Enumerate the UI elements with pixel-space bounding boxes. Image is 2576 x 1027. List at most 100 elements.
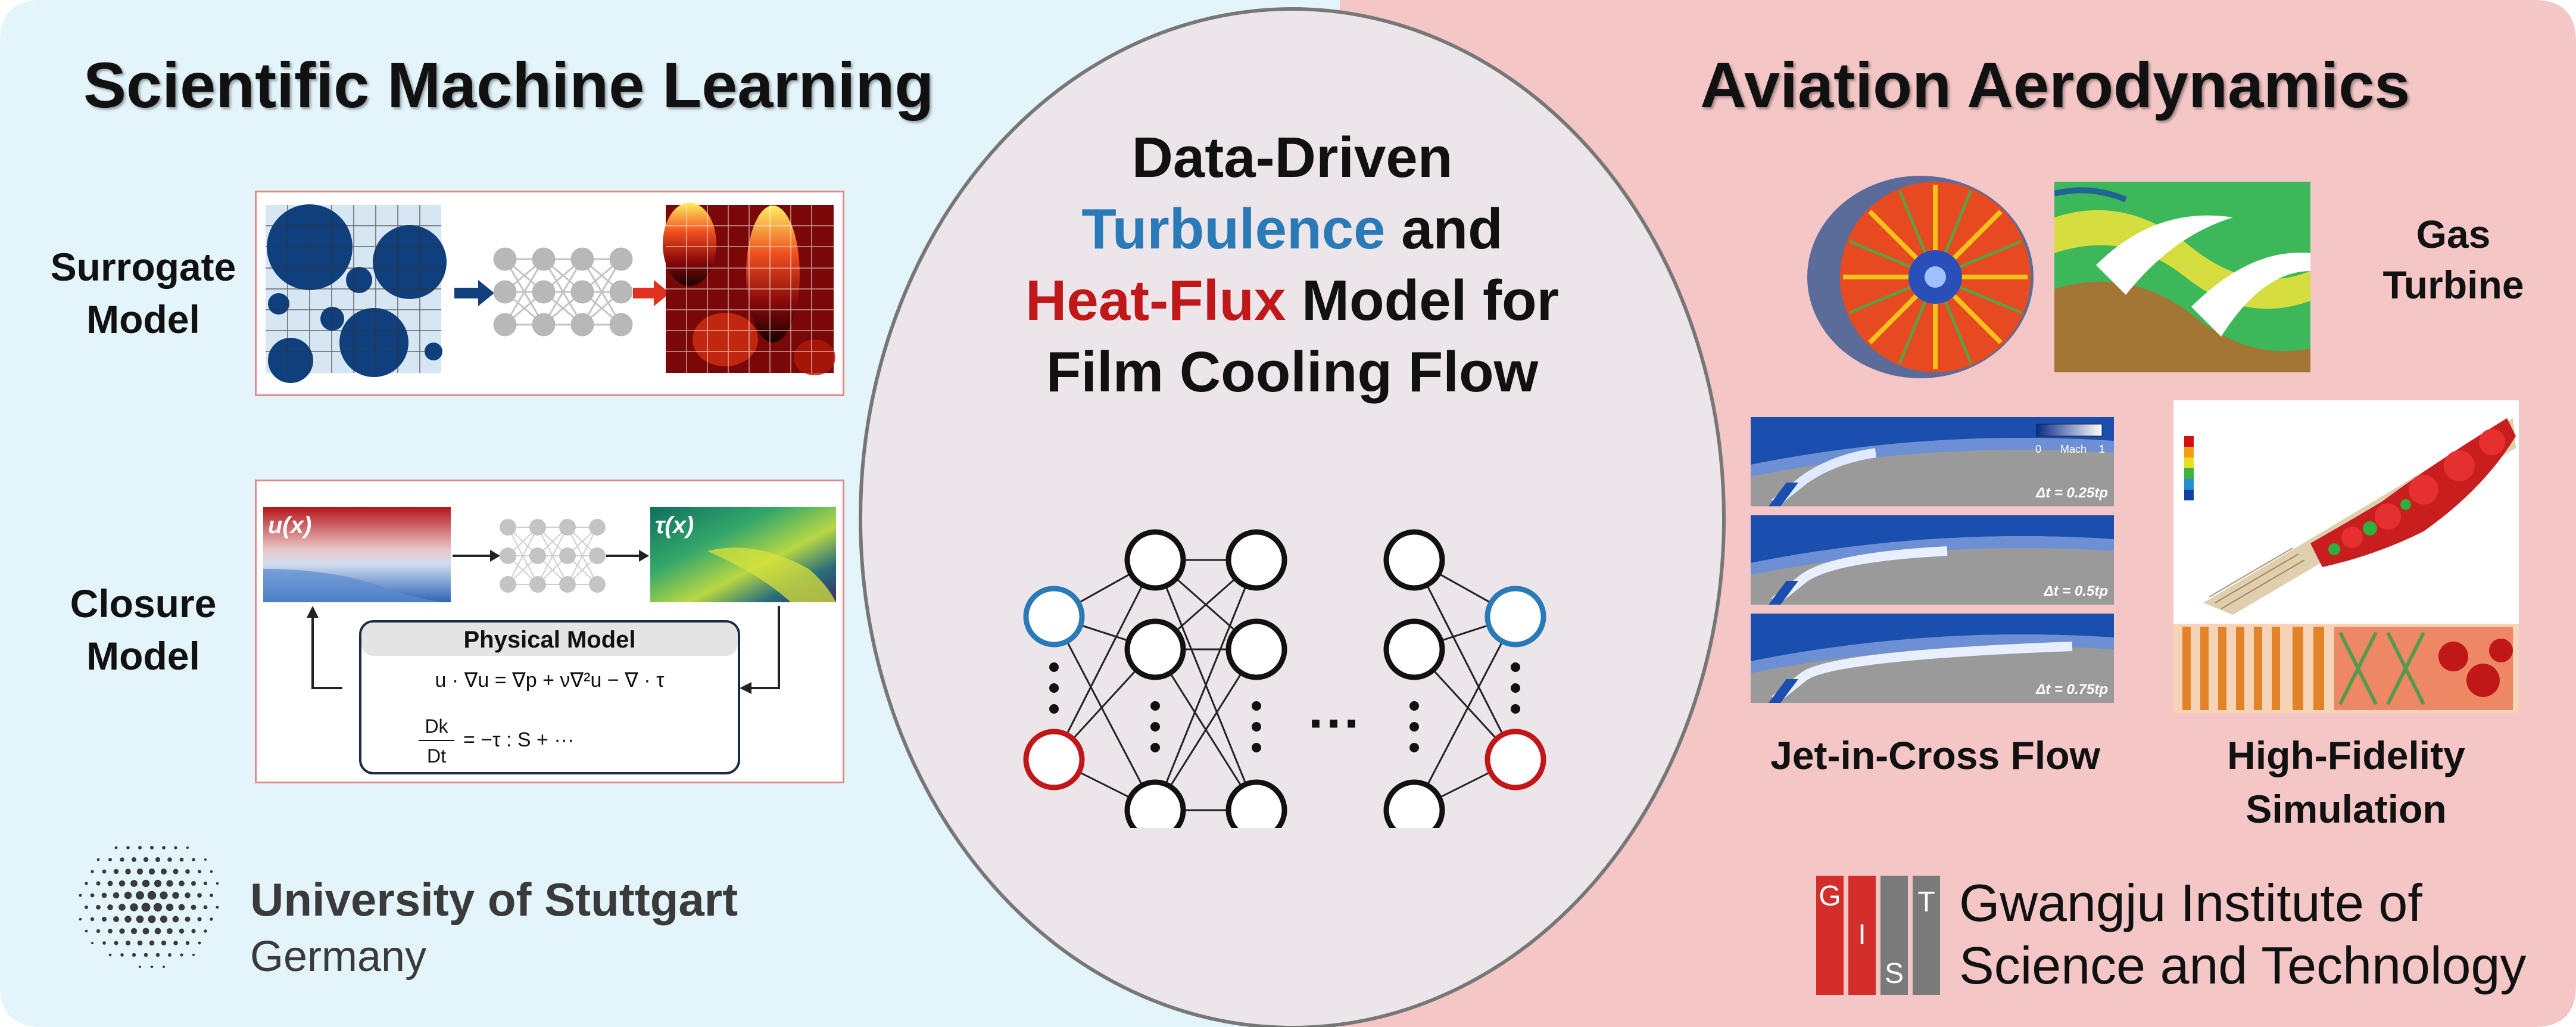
surrogate-label-line2: Model (86, 297, 200, 341)
heatmap-output-field (663, 203, 835, 375)
mach-label: Mach (2060, 443, 2087, 455)
logo-dot (154, 879, 162, 888)
logo-dot (85, 929, 88, 933)
logo-dot (150, 965, 154, 969)
logo-dot (192, 858, 195, 861)
logo-dot (210, 870, 213, 873)
horizontal-ellipsis: ··· (1308, 694, 1362, 754)
time-label-1: Δt = 0.25tp (2035, 485, 2108, 501)
logo-dot (166, 880, 173, 887)
left-title: Scientific Machine Learning (83, 49, 934, 121)
logo-dot (172, 892, 179, 899)
tke-equation-rhs: = −τ : S + ··· (463, 729, 574, 751)
surrogate-model-diagram (255, 191, 844, 396)
logo-dot (79, 917, 82, 921)
logo-dot (132, 857, 136, 862)
logo-dot (142, 928, 149, 935)
jic-snapshot-2: Δt = 0.5tp (1751, 515, 2114, 606)
logo-dot (143, 857, 149, 863)
turbulence-word: Turbulence (1081, 197, 1386, 261)
logo-dot (191, 880, 197, 886)
physical-model-box (359, 620, 740, 774)
momentum-equation: u · ∇u = ∇p + ν∇²u − ∇ · τ (435, 669, 665, 692)
university-name: University of Stuttgart (250, 873, 738, 926)
logo-dot (90, 917, 95, 922)
surrogate-label-line1: Surrogate (50, 245, 236, 289)
logo-dot (168, 953, 171, 957)
logo-dot (114, 846, 118, 849)
logo-dot (185, 916, 191, 922)
logo-dot (113, 916, 119, 922)
high-fidelity-line1: High-Fidelity (2227, 733, 2465, 777)
logo-dot (186, 846, 189, 849)
logo-dot (161, 869, 167, 874)
logo-dot (155, 953, 160, 957)
logo-dot (138, 845, 142, 850)
logo-dot (126, 941, 130, 945)
neural-network-diagram: ··· (1023, 529, 1546, 828)
jet-in-cross-flow-label: Jet-in-Cross Flow (1770, 733, 2100, 777)
logo-dot (85, 882, 88, 885)
right-title: Aviation Aerodynamics (1700, 49, 2410, 121)
logo-dot (142, 879, 150, 888)
gist-name-line1: Gwangju Institute of (1959, 873, 2422, 932)
logo-dot (154, 928, 161, 935)
logo-dot (160, 915, 168, 923)
logo-dot (132, 953, 136, 957)
logo-dot (124, 891, 132, 900)
hifi-colorbar (2184, 436, 2194, 500)
logo-dot (192, 953, 195, 957)
heat-flux-word: Heat-Flux (1025, 269, 1286, 332)
center-title-line1: Data-Driven (1131, 126, 1453, 189)
logo-dot (137, 940, 143, 946)
logo-dot (203, 881, 208, 886)
logo-dot (120, 953, 124, 957)
logo-dot (172, 916, 179, 923)
jet-in-cross-flow-image: 0 Mach 1 Δt = 0.25tp Δt = 0.5tp Δt = 0.7… (1751, 417, 2114, 703)
jic-snapshot-1: 0 Mach 1 Δt = 0.25tp (1751, 417, 2114, 508)
small-network-icon (493, 247, 633, 337)
logo-dot (90, 893, 95, 898)
model-for-words: Model for (1302, 269, 1559, 332)
logo-dot (101, 916, 107, 922)
center-title-line3: Heat-Flux Model for (965, 268, 1620, 334)
university-country: Germany (250, 933, 427, 981)
logo-dot (119, 928, 125, 934)
logo-dot (178, 904, 185, 911)
center-title-line2: Turbulence and (965, 197, 1620, 262)
output-node-blue (1485, 586, 1546, 648)
logo-dot (179, 928, 185, 934)
logo-dot (185, 892, 191, 898)
center-title-line4: Film Cooling Flow (1046, 340, 1539, 404)
logo-dot (197, 893, 202, 898)
small-network-icon-2 (500, 519, 606, 593)
tke-equation-denominator: Dt (427, 745, 446, 767)
logo-dot (125, 869, 131, 874)
logo-dot (162, 846, 166, 849)
logo-dot (174, 846, 177, 849)
logo-dot (216, 905, 219, 909)
logo-dot (96, 929, 101, 933)
logo-dot (91, 941, 94, 945)
logo-dot (91, 870, 94, 873)
logo-dot (113, 869, 119, 874)
circles-input-field (266, 204, 447, 383)
network-nodes (1023, 529, 1546, 828)
gist-logo-icon: G I S T (1816, 876, 1940, 995)
logo-dot (197, 869, 202, 874)
logo-dot (79, 894, 82, 897)
time-label-3: Δt = 0.75tp (2035, 681, 2108, 698)
mach-max: 1 (2099, 443, 2105, 455)
output-node-red (1485, 729, 1546, 791)
logo-dot (118, 880, 126, 887)
mach-min: 0 (2035, 443, 2041, 455)
closure-model-diagram: u(x) τ(x) (255, 480, 844, 783)
logo-dot (167, 928, 173, 934)
logo-dot (108, 953, 112, 957)
logo-dot (166, 903, 174, 911)
gist-letter-g: G (1819, 880, 1841, 912)
logo-dot (136, 868, 144, 875)
logo-dot (114, 941, 118, 945)
tau-label: τ(x) (655, 512, 694, 539)
